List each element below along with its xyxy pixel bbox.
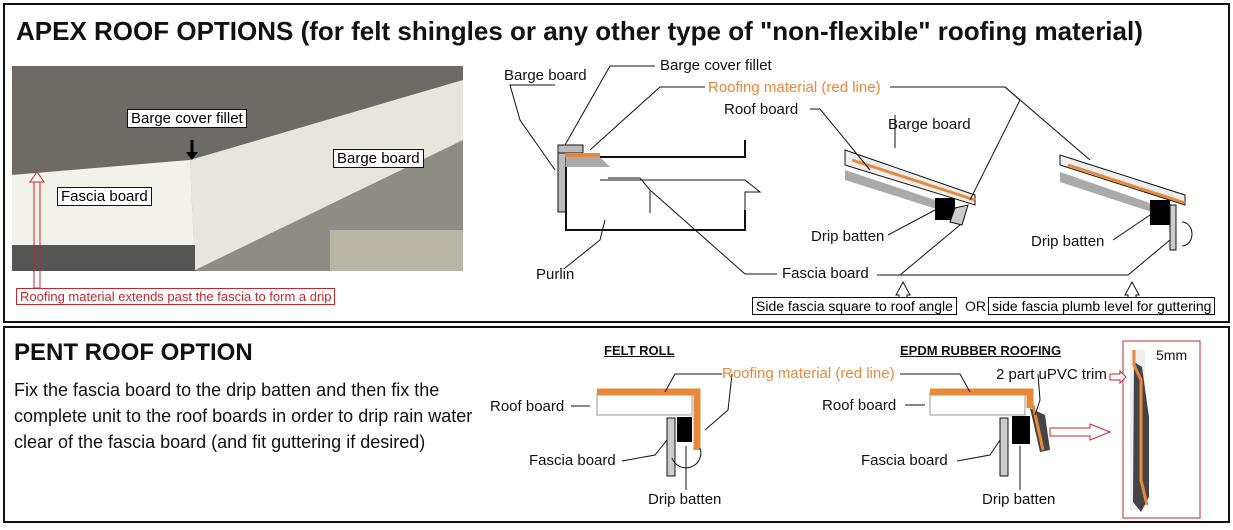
photo-label-fascia-board: Fascia board [57, 187, 152, 206]
pent-description: Fix the fascia board to the drip batten … [14, 380, 473, 452]
epdm-label-drip-batten: Drip batten [982, 491, 1056, 508]
pent-leader-lines [571, 373, 1041, 490]
label-fascia-board: Fascia board [782, 265, 869, 282]
felt-label-fascia-board: Fascia board [529, 452, 616, 469]
epdm-label-trim: 2 part uPVC trim [996, 366, 1107, 383]
roof-photo [12, 66, 463, 289]
felt-roll-title: FELT ROLL [604, 343, 675, 358]
felt-label-drip-batten: Drip batten [648, 491, 722, 508]
label-barge-board: Barge board [504, 67, 587, 84]
photo-label-barge-board: Barge board [333, 149, 424, 168]
label-barge-cover-fillet: Barge cover fillet [660, 57, 772, 74]
option-square-fascia: Side fascia square to roof angle [752, 297, 957, 315]
label-roof-board: Roof board [724, 101, 799, 118]
gable-section-drawing [557, 140, 762, 231]
apex-section [3, 3, 1230, 323]
option-or: OR [965, 298, 986, 314]
label-purlin: Purlin [536, 266, 575, 283]
apex-title: APEX ROOF OPTIONS (for felt shingles or … [16, 16, 1143, 46]
epdm-drawing [929, 388, 1112, 477]
trim-gap-label: 5mm [1156, 347, 1188, 363]
felt-label-roof-board: Roof board [490, 398, 565, 415]
photo-label-barge-cover-fillet: Barge cover fillet [127, 109, 247, 128]
epdm-label-fascia-board: Fascia board [861, 452, 948, 469]
label-barge-board-2: Barge board [888, 116, 971, 133]
label-drip-batten-2: Drip batten [1031, 233, 1105, 250]
square-fascia-drawing [844, 149, 976, 226]
label-drip-batten-1: Drip batten [811, 228, 885, 245]
up-arrows [895, 280, 1140, 299]
epdm-title: EPDM RUBBER ROOFING [900, 343, 1062, 358]
photo-note: Roofing material extends past the fascia… [16, 288, 336, 305]
trim-detail-drawing [1109, 340, 1201, 519]
felt-roll-drawing [596, 388, 702, 477]
pent-label-roofing-material: Roofing material (red line) [722, 365, 895, 382]
label-roofing-material: Roofing material (red line) [708, 79, 881, 96]
plumb-fascia-drawing [1059, 154, 1193, 251]
epdm-label-roof-board: Roof board [822, 397, 897, 414]
pent-section [3, 326, 1230, 523]
leader-lines [509, 65, 1171, 276]
option-plumb-fascia: side fascia plumb level for guttering [988, 297, 1216, 315]
pent-title: PENT ROOF OPTION [14, 339, 253, 366]
